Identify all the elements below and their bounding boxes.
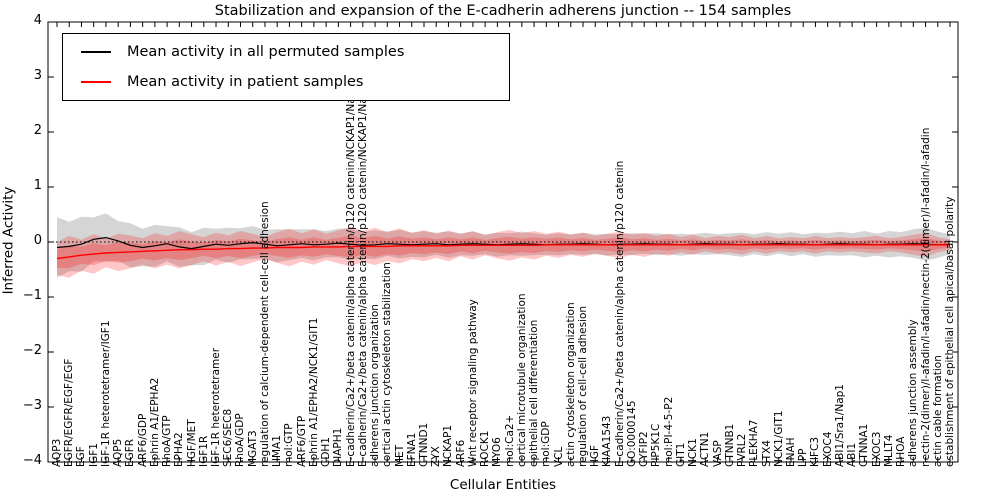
x-tick-label: Wnt receptor signaling pathway (466, 299, 479, 467)
x-tick-label: ABI1/Sra1/Nap1 (833, 384, 846, 467)
x-tick-label: EGFR/EGFR/EGF/EGF (63, 358, 76, 467)
x-tick-label: VCL (552, 446, 565, 467)
x-tick-label: DIAPH1 (332, 427, 345, 467)
x-tick-label: EGFR (124, 438, 137, 467)
patient-line-swatch (81, 81, 111, 83)
x-tick-label: E-cadherin/Ca2+/beta catenin/alpha caten… (344, 83, 357, 467)
x-tick-label: ABI1 (846, 442, 859, 467)
patient-std-band-outer (57, 226, 950, 278)
x-tick-label: NCK1 (687, 438, 700, 467)
x-tick-label: Ephrin A1/EPHA2/NCK1/GIT1 (307, 317, 320, 467)
x-tick-label: EXOC4 (821, 431, 834, 467)
x-tick-label: VASP (711, 440, 724, 467)
x-tick-label: GO:0000145 (625, 400, 638, 467)
x-tick-label: regulation of calcium-dependent cell-cel… (258, 201, 271, 467)
x-tick-label: regulation of cell-cell adhesion (577, 305, 589, 467)
x-tick-label: IGF-1R heterotetramer/IGF1 (99, 320, 112, 467)
x-tick-label: MET (393, 444, 406, 467)
y-tick-label: 2 (33, 123, 42, 138)
x-tick-label: LIMA1 (271, 435, 284, 467)
y-tick-label: −4 (22, 453, 42, 468)
x-tick-label: IGF1R (197, 435, 210, 467)
patient-mean-line (56, 244, 950, 260)
legend-item-permuted: Mean activity in all permuted samples (63, 37, 404, 67)
x-tick-label: E-cadherin/Ca2+/beta catenin/alpha caten… (356, 83, 369, 467)
x-tick-label: mol:Ca2+ (503, 414, 516, 467)
x-tick-label: epithelial cell differentiation (528, 319, 541, 467)
x-tick-label: EPHA2 (173, 432, 186, 467)
x-tick-label: PVRL2 (736, 433, 749, 467)
permuted-line-swatch (81, 51, 111, 53)
y-tick-label: 1 (33, 178, 42, 193)
x-axis-label: Cellular Entities (449, 477, 557, 493)
x-tick-label: GIT1 (674, 442, 687, 467)
x-tick-label: PLEKHA7 (748, 419, 761, 467)
x-tick-label: cortical actin cytoskeleton stabilizatio… (381, 262, 394, 467)
x-tick-label: HGF (589, 444, 602, 467)
x-tick-label: ZYX (430, 446, 443, 467)
x-tick-label: EGF (75, 446, 88, 467)
x-tick-label: CTNNA1 (858, 423, 871, 467)
x-tick-label: Ephrin A1/EPHA2 (148, 377, 161, 467)
x-tick-label: MYO6 (491, 437, 504, 467)
x-tick-label: cortical microtubule organization (515, 293, 528, 467)
x-tick-label: ARF6/GTP (295, 415, 308, 467)
y-tick-label: −3 (22, 398, 42, 413)
x-tick-label: establishment of epithelial cell apical/… (944, 196, 956, 467)
x-tick-label: NCKAP1 (442, 424, 455, 467)
legend-item-patient: Mean activity in patient samples (63, 67, 363, 97)
legend-label-patient: Mean activity in patient samples (127, 74, 364, 90)
legend-label-permuted: Mean activity in all permuted samples (127, 44, 405, 60)
x-tick-label: mol:PI-4-5-P2 (662, 396, 675, 467)
x-tick-label: CTNND1 (417, 422, 430, 467)
y-tick-label: 4 (33, 13, 42, 28)
x-tick-label: AQP5 (112, 438, 125, 467)
x-tick-label: STX4 (760, 440, 773, 467)
x-tick-label: nectin-2(dimer)/l-afadin/l-afadin/nectin… (919, 127, 932, 467)
x-tick-label: ROCK1 (479, 430, 492, 467)
x-tick-label: KIAA1543 (601, 415, 614, 467)
x-tick-label: mol:GTP (283, 423, 296, 467)
x-tick-label: E-cadherin/Ca2+/beta catenin/alpha caten… (613, 160, 626, 467)
x-tick-label: SEC6/SEC8 (222, 408, 235, 467)
chart-title: Stabilization and expansion of the E-cad… (214, 3, 792, 19)
x-tick-label: MLLT4 (882, 434, 895, 467)
x-tick-label: HGF/MET (185, 419, 198, 467)
x-tick-label: mol:GDP (540, 421, 553, 467)
x-tick-label: MGAT3 (246, 430, 259, 467)
x-tick-label: RhoA/GDP (234, 413, 247, 467)
x-tick-label: CYFIP2 (638, 431, 651, 467)
x-tick-label: KIFC3 (809, 436, 822, 467)
y-tick-label: 0 (33, 233, 42, 248)
y-tick-label: 3 (33, 68, 42, 83)
x-tick-label: actin cytoskeleton organization (564, 302, 577, 467)
x-tick-label: CTNNB1 (723, 423, 736, 467)
x-tick-label: EFNA1 (405, 432, 418, 467)
x-tick-label: NCK1/GIT1 (772, 410, 785, 467)
x-tick-label: AQP3 (51, 438, 63, 467)
x-tick-label: adherens junction assembly (907, 319, 920, 467)
x-tick-label: adherens junction organization (369, 304, 382, 467)
x-tick-label: IGF-1R heterotetramer (210, 347, 223, 467)
x-tick-label: ENAH (784, 437, 797, 467)
x-tick-label: ARF6/GDP (136, 413, 149, 467)
x-tick-label: ARF6 (454, 439, 467, 467)
x-tick-label: actin cable formation (931, 355, 944, 467)
x-tick-label: IGF1 (87, 443, 100, 467)
legend: Mean activity in all permuted samples Me… (62, 33, 510, 101)
x-tick-label: PIP5K1C (650, 423, 663, 467)
x-tick-label: EXOC3 (870, 431, 883, 467)
y-tick-label: −1 (22, 288, 42, 303)
x-tick-label: RHOA (895, 436, 908, 467)
x-tick-label: RhoA/GTP (161, 415, 174, 467)
y-tick-label: −2 (22, 343, 42, 358)
x-tick-label: ACTN1 (699, 431, 712, 467)
x-tick-label: CDH1 (320, 437, 333, 467)
x-tick-label: LPP (797, 448, 810, 467)
